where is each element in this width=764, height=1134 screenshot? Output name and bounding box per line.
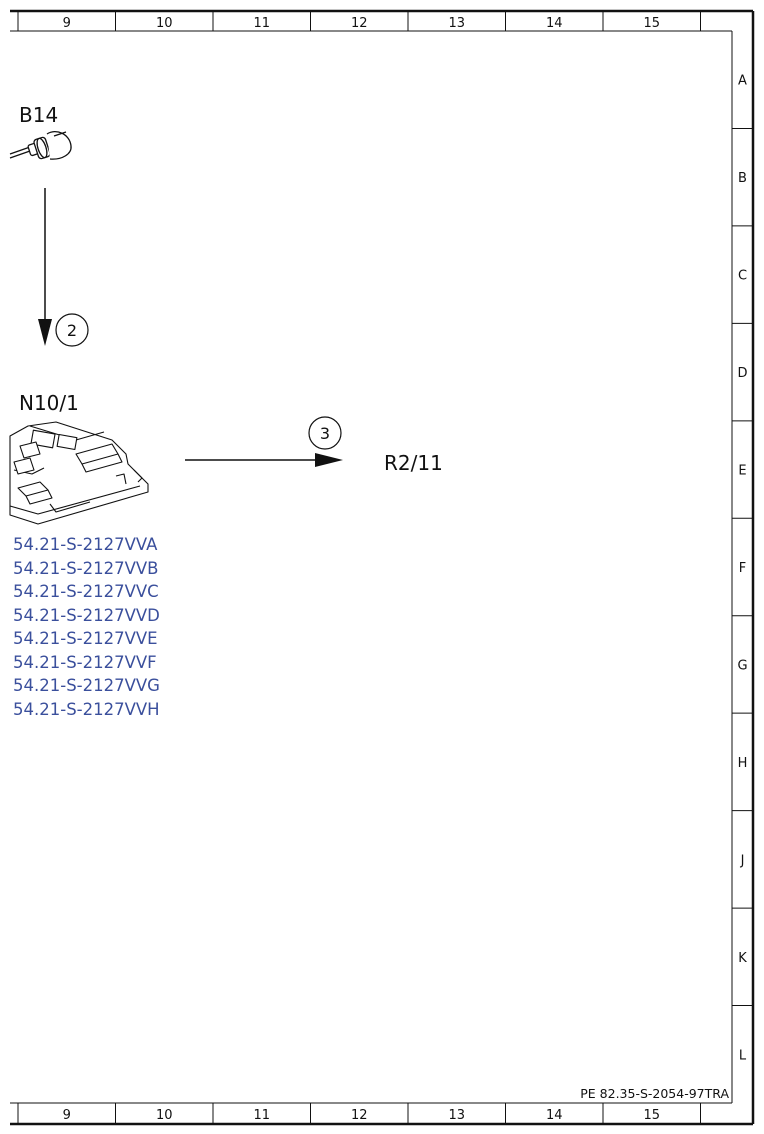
reference-link[interactable]: 54.21-S-2127VVH	[13, 699, 160, 719]
row-label: E	[738, 464, 746, 479]
reference-list: 54.21-S-2127VVA 54.21-S-2127VVB 54.21-S-…	[13, 533, 160, 721]
column-label: 11	[253, 1108, 270, 1123]
column-label: 13	[448, 16, 465, 31]
callout-2-marker: 2	[55, 313, 89, 347]
column-label: 9	[63, 1108, 71, 1123]
column-label: 9	[63, 16, 71, 31]
n10-1-module-icon	[9, 421, 149, 525]
column-label: 14	[546, 1108, 563, 1123]
b14-sensor-icon	[9, 131, 72, 160]
row-label: K	[738, 951, 747, 966]
row-labels: A B C D E F G H J K L	[737, 74, 747, 1064]
row-label: F	[739, 561, 746, 576]
reference-link[interactable]: 54.21-S-2127VVE	[13, 629, 158, 648]
signal-arrow-2	[38, 188, 52, 346]
reference-link[interactable]: 54.21-S-2127VVD	[13, 605, 160, 625]
column-label: 15	[643, 16, 660, 31]
column-label: 13	[448, 1108, 465, 1123]
reference-link[interactable]: 54.21-S-2127VVB	[13, 558, 159, 578]
document-id: PE 82.35-S-2054-97TRA	[580, 1086, 729, 1101]
row-label: G	[737, 658, 747, 673]
reference-link[interactable]: 54.21-S-2127VVC	[13, 582, 159, 601]
row-label: H	[738, 756, 748, 771]
reference-link[interactable]: 54.21-S-2127VVF	[13, 652, 157, 672]
column-dividers-bottom	[115, 1103, 701, 1124]
column-label: 12	[351, 16, 368, 31]
column-label: 15	[643, 1108, 660, 1123]
column-labels-bottom: 9 10 11 12 13 14 15	[63, 1108, 660, 1123]
row-label: A	[738, 74, 747, 89]
reference-link[interactable]: 54.21-S-2127VVG	[13, 676, 160, 695]
row-label: C	[738, 269, 747, 284]
row-label: D	[737, 366, 747, 381]
reference-link[interactable]: 54.21-S-2127VVA	[13, 535, 158, 554]
row-label: L	[739, 1048, 747, 1063]
component-label-b14: B14	[19, 103, 59, 127]
row-label: J	[740, 853, 745, 868]
signal-arrow-3	[185, 453, 343, 467]
callout-3: 3	[320, 424, 330, 443]
column-labels-top: 9 10 11 12 13 14 15	[63, 16, 660, 31]
column-label: 14	[546, 16, 563, 31]
column-label: 10	[156, 16, 173, 31]
column-dividers-top	[115, 11, 701, 31]
column-label: 10	[156, 1108, 173, 1123]
column-label: 12	[351, 1108, 368, 1123]
row-dividers	[732, 127, 753, 1007]
component-label-n10-1: N10/1	[19, 391, 79, 415]
callout-3-marker: 3	[308, 416, 342, 450]
callout-2: 2	[67, 321, 77, 340]
row-label: B	[738, 171, 747, 186]
frame	[10, 9, 755, 1126]
column-label: 11	[253, 16, 270, 31]
component-label-r2-11: R2/11	[384, 451, 443, 475]
